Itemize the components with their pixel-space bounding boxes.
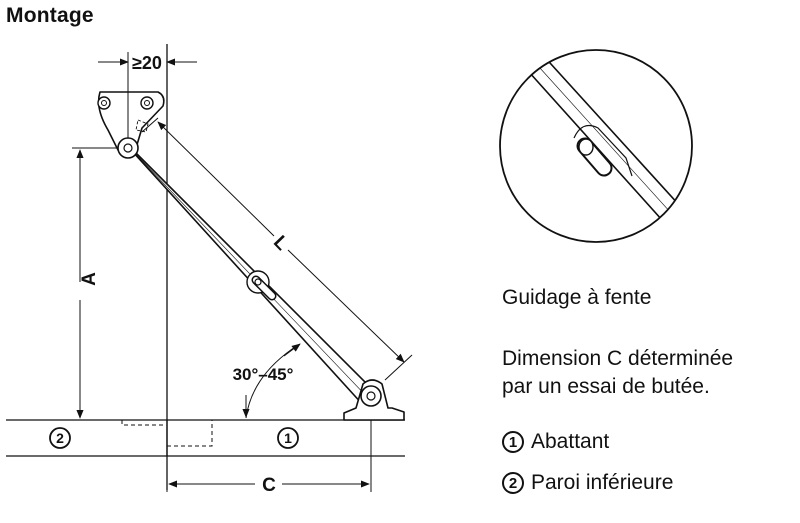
legend-item: 1 Abattant xyxy=(502,430,609,454)
dim-c-label: C xyxy=(262,475,276,496)
min-gap-label: ≥20 xyxy=(132,53,162,73)
dim-a: A xyxy=(72,147,118,419)
note-line-2: par un essai de butée. xyxy=(502,375,710,398)
dim-c: C xyxy=(166,420,372,496)
angle-label: 30°–45° xyxy=(233,365,294,384)
part-1-marker: 1 xyxy=(277,427,299,449)
part-1-number: 1 xyxy=(284,430,292,446)
flap-bracket xyxy=(343,379,405,421)
wall-bracket xyxy=(97,91,165,159)
min-gap-dimension: ≥20 xyxy=(98,52,197,138)
dim-l: L xyxy=(141,117,413,381)
legend-item: 2 Paroi inférieure xyxy=(502,471,673,495)
part-2-marker: 2 xyxy=(49,427,71,449)
detail-caption: Guidage à fente xyxy=(502,286,652,309)
note-line-1: Dimension C déterminée xyxy=(502,347,734,370)
flap-panel xyxy=(6,419,405,457)
page-title: Montage xyxy=(6,4,94,27)
angle-indicator: 30°–45° xyxy=(233,343,301,419)
legend-number: 1 xyxy=(502,431,524,453)
arm-slot xyxy=(246,270,277,301)
part-2-number: 2 xyxy=(56,430,64,446)
legend-text: Paroi inférieure xyxy=(531,471,674,494)
legend-number: 2 xyxy=(502,472,524,494)
legend-text: Abattant xyxy=(531,430,610,453)
slot-detail-view xyxy=(499,49,693,243)
dim-a-label: A xyxy=(79,272,100,286)
